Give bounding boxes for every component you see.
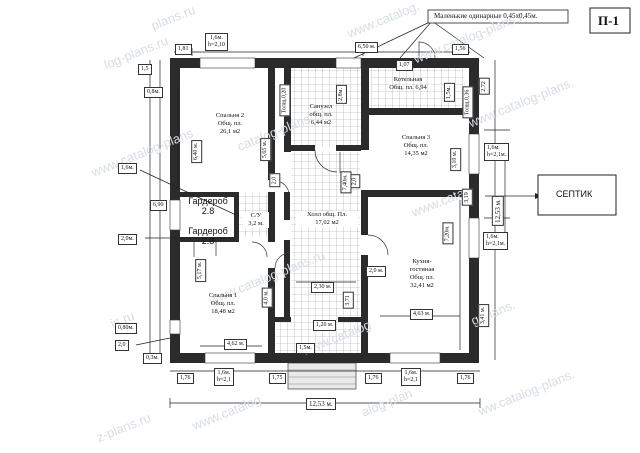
dim-label: 6,40 м. — [191, 139, 203, 164]
room-name: Спальня 1 — [208, 292, 238, 299]
window-height: h=2,1м. — [486, 240, 506, 247]
window-height: h=2,1 — [217, 376, 231, 383]
room-name: Котельная — [393, 76, 423, 83]
room-area-label: общ. пл. — [309, 111, 333, 119]
window-width: 1,6м. — [210, 35, 223, 41]
dim-label: 2,0 м. — [366, 266, 387, 277]
room-area: 17,02 м2 — [315, 219, 339, 227]
room-bathroom: Санузел общ. пл. 6,44 м2 — [296, 103, 346, 127]
room-area-label: Общ. пл. — [403, 142, 429, 150]
room-name: Спальня 3 — [401, 134, 431, 141]
room-area: 2.8 — [201, 206, 215, 217]
window-width: 1,6м. — [487, 145, 500, 151]
window-width: 1,6м. — [217, 370, 231, 376]
window-callout-top: 1,6м. h=2,10 — [205, 33, 228, 51]
dim-label: 5,17 м. — [195, 258, 207, 283]
room-name: Санузел — [309, 103, 333, 110]
dim-label: 1,81 — [175, 44, 192, 55]
room-wardrobe-2: Гардероб 2.8 — [183, 226, 233, 247]
dim-label: 0,8м. — [144, 87, 163, 98]
dim-label: Толщ.0,20 — [279, 84, 291, 117]
dim-label: 1,5 — [138, 64, 152, 75]
dim-label: 5,65 м. — [260, 137, 272, 162]
dim-label: Толщ.0,36 — [462, 86, 474, 119]
room-bedroom-2: Спальня 2 Общ. пл. 26,1 м2 — [200, 112, 260, 136]
window-height: h=2,1 — [404, 376, 418, 383]
dim-label: 3,41 м. — [478, 303, 490, 328]
room-area: 14,35 м2 — [404, 150, 428, 158]
dim-label: 3,10 м. — [450, 147, 462, 172]
dim-label: 1,5м. — [443, 83, 455, 102]
dim-label-total-width: 12,53 м. — [306, 398, 336, 411]
window-callout-left-e: 0,3м. — [143, 353, 162, 364]
room-bedroom-3: Спальня 3 Общ. пл. 14,35 м2 — [388, 134, 444, 158]
room-hall: Холл общ. Пл. 17,02 м2 — [296, 211, 358, 228]
room-area: 3,2 м. — [248, 220, 264, 228]
room-wardrobe-1: Гардероб 2.8 — [183, 196, 233, 217]
window-callout-left-d: 2,0 — [115, 340, 129, 351]
window-width: 1,6м. — [486, 234, 499, 240]
dim-label-total-height: 12,53 м. — [491, 196, 504, 226]
window-height: h=2,10 — [208, 41, 225, 48]
room-kitchen: Кухня- гостиная Общ. пл. 32,41 м2 — [392, 258, 452, 291]
room-area-label: Общ. пл. 6,94 — [389, 84, 427, 92]
window-callout-left-c: 0,80м. — [115, 323, 137, 334]
septic-label: СЕПТИК — [556, 189, 593, 199]
dim-label: 1,5м. — [296, 343, 315, 354]
dim-label: 3,19 — [461, 189, 473, 206]
window-callout-right: 1,6м. h=2,1м. — [484, 143, 510, 161]
dim-label: 2,0 — [269, 173, 281, 188]
room-bedroom-1: Спальня 1 Общ. пл. 18,48 м2 — [196, 292, 250, 316]
room-area-label: Общ. пл. — [210, 300, 236, 308]
room-name: Гардероб — [188, 196, 228, 206]
dim-label: 1,76 — [365, 373, 382, 384]
room-name: С/У — [250, 212, 262, 219]
sheet-id: П-1 — [598, 13, 619, 28]
room-name: Гардероб — [188, 226, 228, 236]
bathroom-tile — [291, 68, 361, 147]
dim-label: 1,75 — [269, 373, 286, 384]
window-callout-left-b: 2,0м. — [118, 234, 137, 245]
room-name: Кухня- — [412, 258, 432, 265]
dim-label: 1,56 — [452, 44, 469, 55]
room-wc: С/У 3,2 м. — [243, 212, 269, 229]
window-callout-bottom-right: 1,6м. h=2,1 — [401, 368, 421, 386]
dim-label: 3,71 — [342, 292, 354, 309]
room-area: 18,48 м2 — [211, 308, 235, 316]
window-callout-left-a: 1,6м. — [118, 163, 137, 174]
room-area: 2.8 — [201, 236, 215, 247]
dim-label: 6,50 м. — [355, 42, 379, 53]
dim-label: 4,0 м. — [261, 287, 273, 308]
window-width: 1,6м. — [404, 370, 418, 376]
dim-label: 4,63 м. — [410, 309, 434, 320]
window-height: h=2,1м. — [487, 151, 507, 158]
dim-label: 1,07 — [396, 60, 413, 71]
dim-label: 1,76 — [177, 373, 194, 384]
dim-label: 2,8м. — [335, 85, 347, 104]
room-area: 26,1 м2 — [219, 128, 241, 136]
dim-label: 7,20м. — [442, 222, 454, 245]
room-name-2: гостиная — [409, 266, 435, 274]
room-area-label: Общ. пл. — [409, 274, 435, 282]
dim-label: 4,62 м. — [224, 339, 248, 350]
dim-label: 7,40м. — [340, 171, 352, 194]
dim-label: 2,72 — [478, 78, 490, 95]
dim-label: 1,76 — [457, 373, 474, 384]
dim-label: 1,20 м. — [313, 320, 337, 331]
room-area: 6,44 м2 — [310, 119, 332, 127]
room-boiler: Котельная Общ. пл. 6,94 — [372, 76, 444, 92]
porch-tile — [287, 362, 357, 390]
dim-label: 2,30 м. — [311, 282, 335, 293]
window-callout-bottom-left: 1,6м. h=2,1 — [214, 368, 234, 386]
room-area: 32,41 м2 — [410, 282, 434, 290]
window-callout-right-lower: 1,6м. h=2,1м. — [483, 232, 509, 250]
small-windows-note: Маленькие одинарные 0,45х0,45м. — [434, 12, 538, 20]
room-name: Спальня 2 — [215, 112, 245, 119]
room-area-label: Общ. пл. — [217, 120, 243, 128]
room-name: Холл общ. Пл. — [307, 211, 347, 218]
dim-label: 6,90 — [150, 200, 167, 211]
